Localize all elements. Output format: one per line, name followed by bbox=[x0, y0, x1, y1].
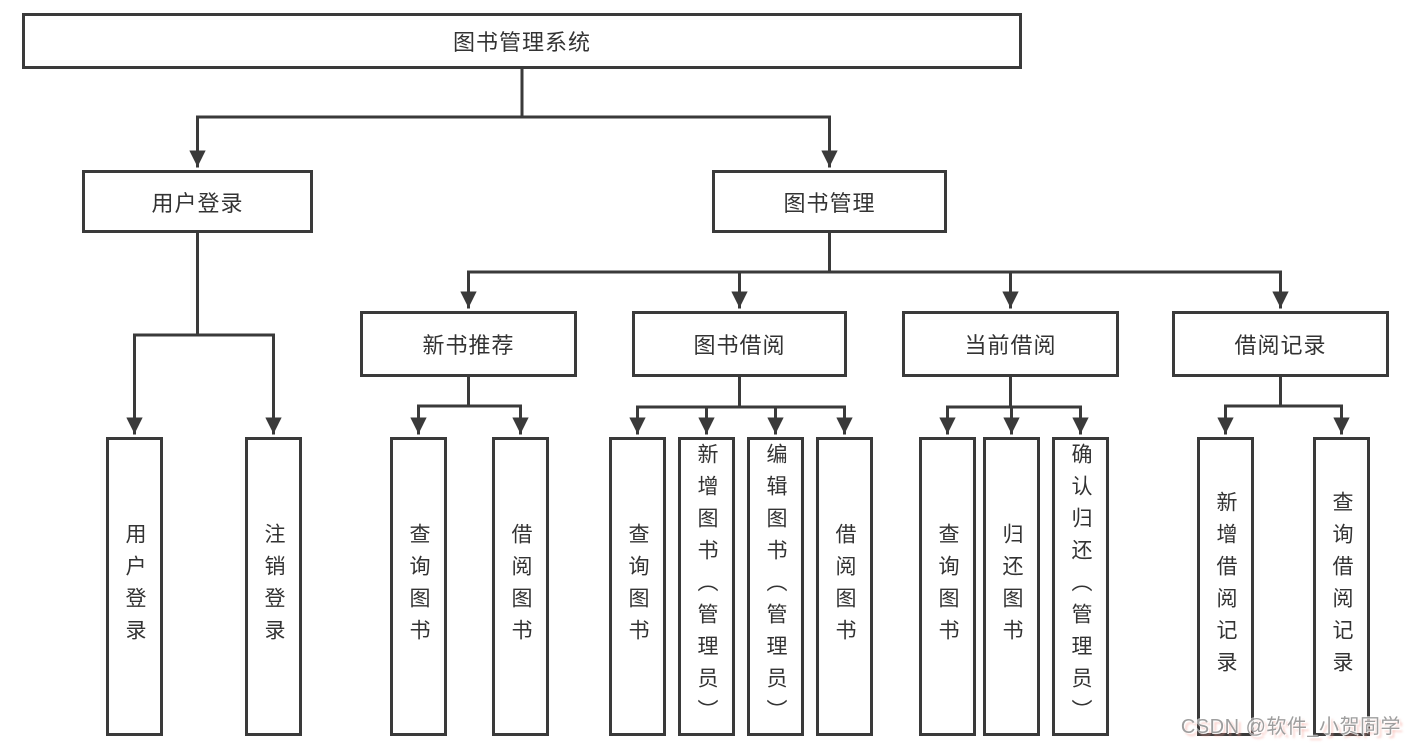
node-borrow-records: 借阅记录 bbox=[1172, 311, 1389, 377]
node-new-book-recommend: 新书推荐 bbox=[360, 311, 577, 377]
node-current-borrow: 当前借阅 bbox=[902, 311, 1119, 377]
leaf-borrow-books-recommend: 借阅图书 bbox=[492, 437, 549, 736]
leaf-query-books-borrow: 查询图书 bbox=[609, 437, 666, 736]
leaf-user-login: 用户登录 bbox=[106, 437, 163, 736]
leaf-confirm-return-admin: 确认归还（管理员） bbox=[1052, 437, 1109, 736]
leaf-return-books: 归还图书 bbox=[983, 437, 1040, 736]
leaf-query-books-current: 查询图书 bbox=[919, 437, 976, 736]
node-user-login: 用户登录 bbox=[82, 170, 313, 233]
leaf-add-books-admin: 新增图书（管理员） bbox=[678, 437, 735, 736]
leaf-edit-books-admin: 编辑图书（管理员） bbox=[747, 437, 804, 736]
leaf-borrow-books: 借阅图书 bbox=[816, 437, 873, 736]
leaf-add-borrow-record: 新增借阅记录 bbox=[1197, 437, 1254, 736]
node-book-borrow: 图书借阅 bbox=[632, 311, 847, 377]
csdn-watermark: CSDN @软件_小贺同学 bbox=[1180, 716, 1401, 738]
leaf-query-borrow-record: 查询借阅记录 bbox=[1313, 437, 1370, 736]
leaf-query-books-recommend: 查询图书 bbox=[390, 437, 447, 736]
leaf-logout: 注销登录 bbox=[245, 437, 302, 736]
node-library-system: 图书管理系统 bbox=[22, 13, 1022, 69]
node-book-management: 图书管理 bbox=[712, 170, 947, 233]
